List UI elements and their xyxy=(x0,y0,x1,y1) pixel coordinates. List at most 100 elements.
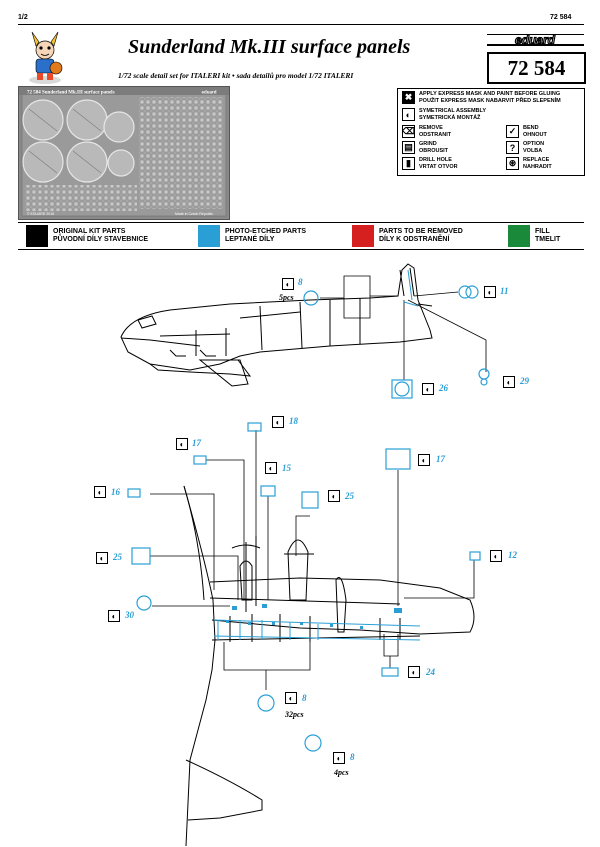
grind-icon: ▤ xyxy=(402,141,415,154)
pe-part-30 xyxy=(136,595,152,611)
product-code-box: 72 584 xyxy=(487,52,586,84)
colorkey-rule-bottom xyxy=(18,249,584,250)
eduard-mascot-logo xyxy=(22,28,68,86)
instruction-legend: ✖ APPLY EXPRESS MASK AND PAINT BEFORE GL… xyxy=(397,88,585,176)
callout-8-mid: 8 xyxy=(302,693,307,703)
bend-icon: ✓ xyxy=(506,125,519,138)
header-rule xyxy=(18,24,584,25)
replace-icon: ⊛ xyxy=(506,157,519,170)
callout-8-top: 8 xyxy=(298,277,303,287)
callout-29: 29 xyxy=(520,376,529,386)
symmetry-icon: ◐ xyxy=(490,550,502,562)
legend-text: POUŽIT EXPRESS MASK NABARVIT PŘED SLEPEN… xyxy=(419,97,561,104)
callout-25-left: 25 xyxy=(113,552,122,562)
callout-26: 26 xyxy=(439,383,448,393)
legend-text: REPLACE xyxy=(523,157,550,163)
pe-part-29 xyxy=(478,368,490,380)
swatch-text: FILL xyxy=(535,228,550,235)
fret-made-in: Made in Czech Republic xyxy=(175,212,213,216)
symmetry-icon: ◐ xyxy=(333,752,345,764)
legend-text: DRILL HOLE xyxy=(419,157,452,163)
pe-part-12 xyxy=(469,551,481,561)
brand-text: eduard xyxy=(515,33,556,47)
pe-part-17b xyxy=(385,448,411,470)
page-title: Sunderland Mk.III surface panels xyxy=(128,36,411,58)
symmetry-icon: ◐ xyxy=(418,454,430,466)
symmetry-icon: ◐ xyxy=(272,416,284,428)
fret-label: 72 584 Sunderland Mk.III surface panels xyxy=(27,91,115,96)
legend-text: OPTION xyxy=(523,141,545,147)
callout-17-left: 17 xyxy=(192,438,201,448)
symmetry-icon: ◐ xyxy=(484,286,496,298)
symmetry-icon: ◐ xyxy=(503,376,515,388)
fret-brand: eduard xyxy=(201,90,216,95)
legend-text: APPLY EXPRESS MASK AND PAINT BEFORE GLUI… xyxy=(419,91,561,97)
symmetry-icon: ◐ xyxy=(176,438,188,450)
pe-part-8-mid xyxy=(257,694,275,712)
swatch-text: PARTS TO BE REMOVED xyxy=(379,228,463,235)
symmetry-icon: ◐ xyxy=(108,610,120,622)
pe-part-15 xyxy=(260,485,276,497)
pe-part-25a xyxy=(301,491,319,509)
pe-part-24 xyxy=(381,667,399,677)
swatch-text: PŮVODNÍ DÍLY STAVEBNICE xyxy=(53,236,149,243)
page-subtitle: 1/72 scale detail set for ITALERI kit • … xyxy=(118,71,354,80)
eduard-brand-logo: eduard xyxy=(487,32,584,48)
legend-text: BEND xyxy=(523,125,539,131)
pe-part-8-top xyxy=(303,290,319,306)
symmetry-icon: ◐ xyxy=(328,490,340,502)
swatch-green xyxy=(508,225,530,247)
option-icon: ? xyxy=(506,141,519,154)
pe-parts xyxy=(127,269,490,752)
symmetry-icon: ◐ xyxy=(285,692,297,704)
photo-etch-fret: 72 584 Sunderland Mk.III surface panels … xyxy=(18,86,230,220)
legend-text: VRTAT OTVOR xyxy=(419,163,458,170)
leader-lines xyxy=(150,275,487,690)
legend-text: OBROUSIT xyxy=(419,147,449,154)
callout-18: 18 xyxy=(289,416,298,426)
swatch-text: ORIGINAL KIT PARTS xyxy=(53,228,126,235)
legend-row-mask: ✖ APPLY EXPRESS MASK AND PAINT BEFORE GL… xyxy=(402,91,582,104)
drill-icon: ▮ xyxy=(402,157,415,170)
count-32pcs: 32pcs xyxy=(285,710,304,719)
count-4pcs: 4pcs xyxy=(334,768,349,777)
swatch-text: PHOTO-ETCHED PARTS xyxy=(225,228,307,235)
count-5pcs: 5pcs xyxy=(279,293,294,302)
symmetry-icon: ◐ xyxy=(408,666,420,678)
top-view-airframe xyxy=(183,485,475,847)
symmetry-icon: ◐ xyxy=(422,383,434,395)
pe-part-25b xyxy=(131,547,151,565)
callout-12: 12 xyxy=(508,550,517,560)
swatch-blue xyxy=(198,225,220,247)
pe-part-8-bot xyxy=(304,734,322,752)
pe-part-26 xyxy=(391,379,413,399)
symmetry-icon: ◐ xyxy=(265,462,277,474)
callout-30: 30 xyxy=(125,610,134,620)
colorkey-rule-top xyxy=(18,222,584,223)
pe-part-16 xyxy=(127,488,141,498)
symmetry-icon: ◐ xyxy=(402,108,415,121)
swatch-text: LEPTANÉ DÍLY xyxy=(225,236,275,243)
callout-17-right: 17 xyxy=(436,454,445,464)
swatch-red xyxy=(352,225,374,247)
callout-8-bottom: 8 xyxy=(350,752,355,762)
pe-part-17a xyxy=(193,455,207,465)
symmetry-icon: ◐ xyxy=(96,552,108,564)
symmetry-icon: ◐ xyxy=(282,278,294,290)
product-code-top: 72 584 xyxy=(550,14,572,21)
legend-text: OHNOUT xyxy=(523,131,547,138)
legend-text: SYMETRICAL ASSEMBLY xyxy=(419,108,487,114)
callout-16: 16 xyxy=(111,487,120,497)
symmetry-icon: ◐ xyxy=(94,486,106,498)
pe-part-18 xyxy=(247,422,262,432)
legend-text: GRIND xyxy=(419,141,437,147)
swatch-text: DÍLY K ODSTRANĚNÍ xyxy=(379,236,450,243)
swatch-black xyxy=(26,225,48,247)
